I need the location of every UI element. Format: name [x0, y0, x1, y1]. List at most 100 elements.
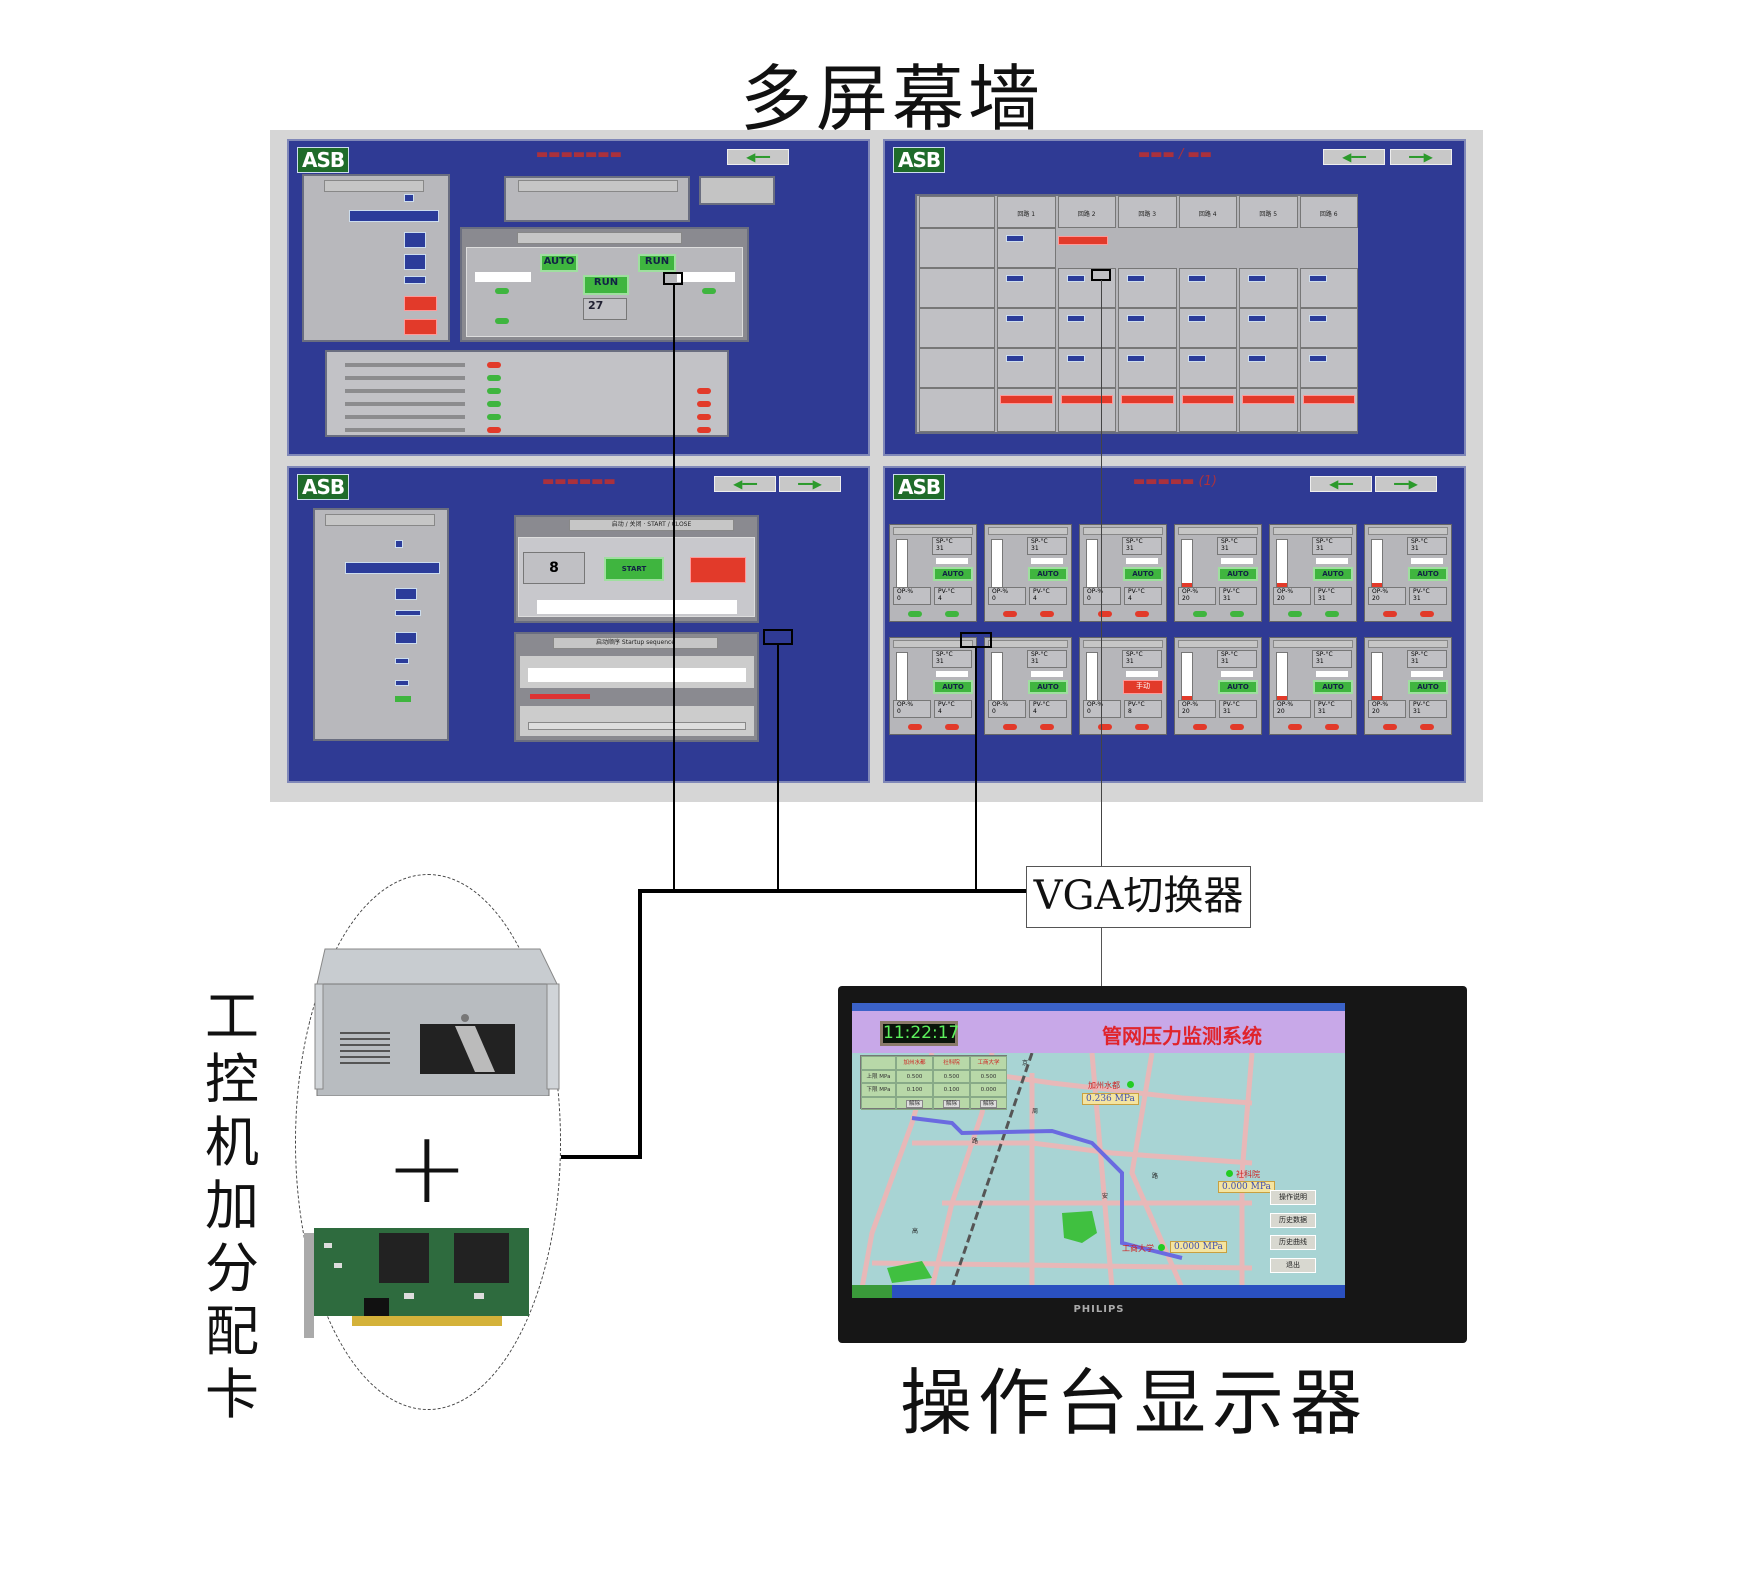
taskbar	[852, 1285, 1345, 1298]
cable	[777, 644, 779, 891]
pid-value-field[interactable]	[1006, 315, 1024, 322]
mode-button[interactable]: AUTO	[1313, 680, 1353, 694]
sp-value: 31	[936, 658, 944, 665]
pid-value-field[interactable]	[1187, 315, 1206, 322]
pv-value: 4	[938, 708, 942, 715]
pid-value-field[interactable]	[1187, 355, 1206, 362]
pid-value-field[interactable]	[1308, 315, 1327, 322]
pv-value: 4	[1033, 595, 1037, 602]
pid-value-field[interactable]	[1248, 355, 1266, 362]
status-led	[1135, 724, 1149, 730]
svg-text:路: 路	[972, 1137, 978, 1145]
operation-guide-button[interactable]: 操作说明	[1270, 1190, 1316, 1205]
row-header	[919, 268, 995, 308]
pid-value-field[interactable]	[1066, 275, 1085, 282]
status-led	[487, 375, 501, 381]
pid-value-field[interactable]	[1127, 315, 1145, 322]
mode-button[interactable]: AUTO	[1123, 567, 1163, 581]
pid-value-field[interactable]	[1006, 355, 1024, 362]
op-value: 0	[992, 708, 996, 715]
pid-value-field[interactable]	[1127, 275, 1145, 282]
pid-value-field[interactable]	[1066, 315, 1085, 322]
mode-button[interactable]: AUTO	[1028, 680, 1068, 694]
sp-local-remote-button[interactable]	[1057, 236, 1108, 245]
history-data-button[interactable]: 历史数据	[1270, 1213, 1316, 1228]
pid-value-field[interactable]	[1248, 315, 1266, 322]
cable	[640, 889, 1027, 893]
asb-logo: ASB	[297, 474, 350, 500]
connector-marker	[960, 632, 992, 648]
status-led	[487, 414, 501, 420]
mode-button[interactable]: AUTO	[1408, 567, 1448, 581]
local-remote-button[interactable]	[1060, 395, 1113, 404]
forward-arrow-button[interactable]: ━━▶	[779, 476, 841, 492]
svg-text:京: 京	[1022, 1059, 1028, 1067]
mode-button[interactable]: 手动	[1123, 680, 1163, 694]
status-led	[697, 401, 711, 407]
mode-button[interactable]: AUTO	[1218, 567, 1258, 581]
status-led	[1325, 611, 1339, 617]
screen-formula-control: ASB ▬▬▬▬▬▬▬ ◀━━ AUTO RUN RUN 27	[287, 139, 870, 456]
formula-control-panel: AUTO RUN RUN 27	[460, 227, 749, 342]
pid-cell	[1178, 348, 1237, 388]
status-led	[1040, 724, 1054, 730]
mode-button[interactable]: AUTO	[1313, 567, 1353, 581]
mode-button[interactable]: AUTO	[1028, 567, 1068, 581]
pid-value-field[interactable]	[1006, 235, 1024, 242]
pid-value-field[interactable]	[1308, 275, 1327, 282]
pid-value-field[interactable]	[1248, 275, 1266, 282]
loop-header: 回路 3	[1138, 211, 1157, 218]
pid-value-field[interactable]	[1308, 355, 1327, 362]
ipc-label-char: 控	[205, 1048, 259, 1111]
forward-arrow-button[interactable]: ━━▶	[1390, 149, 1452, 165]
run-button[interactable]: RUN	[638, 254, 676, 272]
ack-button[interactable]: 解除	[905, 1099, 923, 1108]
ipc-label-char: 工	[205, 985, 259, 1048]
pid-value-field[interactable]	[1127, 355, 1145, 362]
mode-button[interactable]: AUTO	[933, 567, 973, 581]
pid-value-field[interactable]	[1066, 355, 1085, 362]
sp-value: 31	[1221, 545, 1229, 552]
level-gauge	[1276, 539, 1288, 591]
table-cell: 0.500	[970, 1069, 1007, 1083]
history-curve-button[interactable]: 历史曲线	[1270, 1235, 1316, 1250]
pid-cell	[997, 268, 1056, 308]
back-arrow-button[interactable]: ◀━━	[1323, 149, 1385, 165]
start-close-panel: 启动 / 关闭 · START / CLOSE 8 START	[514, 515, 759, 623]
mode-button[interactable]: AUTO	[1218, 680, 1258, 694]
pid-cell	[1178, 228, 1237, 268]
local-remote-button[interactable]	[1121, 395, 1174, 404]
mode-button[interactable]: AUTO	[1408, 680, 1448, 694]
pid-value-field[interactable]	[1006, 275, 1024, 282]
local-remote-button[interactable]	[1000, 395, 1053, 404]
ack-button[interactable]: 解除	[942, 1099, 960, 1108]
ack-button[interactable]: 解除	[979, 1099, 997, 1108]
back-arrow-button[interactable]: ◀━━	[727, 149, 789, 165]
pid-cell	[1299, 228, 1358, 268]
vga-switch-box: VGA切换器	[1026, 866, 1251, 928]
back-arrow-button[interactable]: ◀━━	[1310, 476, 1372, 492]
auto-button[interactable]: AUTO	[540, 254, 578, 272]
start-button[interactable]: START	[604, 557, 664, 581]
back-arrow-button[interactable]: ◀━━	[714, 476, 776, 492]
forward-arrow-button[interactable]: ━━▶	[1375, 476, 1437, 492]
table-cell: 0.500	[896, 1069, 933, 1083]
level-gauge	[896, 539, 908, 591]
exit-button[interactable]: 退出	[1270, 1258, 1316, 1273]
sp-label: SP-°C	[1031, 538, 1048, 545]
mode-button[interactable]: AUTO	[933, 680, 973, 694]
station-status-dot	[1226, 1170, 1233, 1177]
local-remote-button[interactable]	[1181, 395, 1234, 404]
monitor-brand: PHILIPS	[1073, 1304, 1125, 1315]
local-remote-button[interactable]	[1242, 395, 1295, 404]
pid-value-field[interactable]	[1187, 275, 1206, 282]
local-remote-button[interactable]	[1302, 395, 1355, 404]
stop-button[interactable]	[690, 557, 746, 583]
